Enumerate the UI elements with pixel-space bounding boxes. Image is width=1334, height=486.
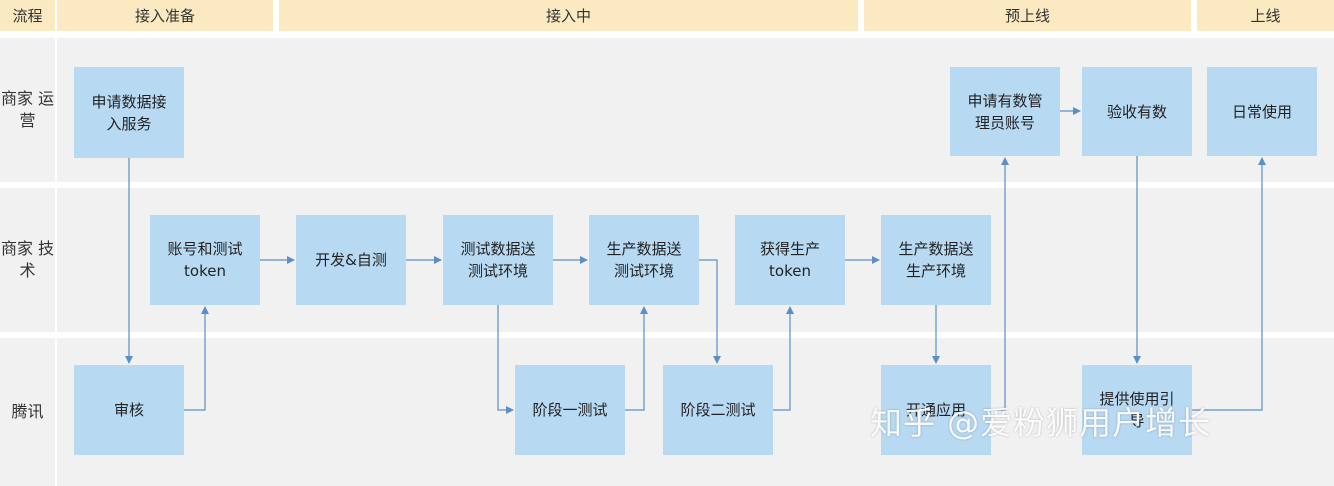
lane-label-tech: 商家 技术 <box>0 188 55 332</box>
header-prep: 接入准备 <box>57 0 273 31</box>
box-daily-use: 日常使用 <box>1207 67 1317 156</box>
lane-label-tencent: 腾讯 <box>0 338 55 486</box>
arrow-guide-to-daily <box>1192 157 1266 411</box>
arrow-stage2-to-prodtoken <box>773 306 794 411</box>
box-stage2-test: 阶段二测试 <box>663 365 773 455</box>
arrow-review-to-account <box>184 306 209 411</box>
lane-label-ops: 商家 运营 <box>0 38 55 182</box>
arrow-proddata-to-stage2 <box>699 259 721 364</box>
header-launch: 上线 <box>1197 0 1334 31</box>
box-apply-service: 申请数据接 入服务 <box>74 67 184 158</box>
box-test-data-test-env: 测试数据送 测试环境 <box>443 215 553 305</box>
arrow-testdata-to-stage1 <box>497 305 514 414</box>
header-process: 流程 <box>0 0 55 31</box>
box-dev-selftest: 开发&自测 <box>296 215 406 305</box>
box-prod-data-prod-env: 生产数据送 生产环境 <box>881 215 991 305</box>
box-prod-data-test-env: 生产数据送 测试环境 <box>589 215 699 305</box>
box-account-token: 账号和测试 token <box>150 215 260 305</box>
box-provide-guide: 提供使用引 导 <box>1082 365 1192 455</box>
header-pre-launch: 预上线 <box>864 0 1191 31</box>
box-enable-app: 开通应用 <box>881 365 991 455</box>
box-apply-admin: 申请有数管 理员账号 <box>950 67 1060 156</box>
box-accept: 验收有数 <box>1082 67 1192 156</box>
box-stage1-test: 阶段一测试 <box>515 365 625 455</box>
box-review: 审核 <box>74 365 184 455</box>
arrow-stage1-to-proddata <box>625 306 648 411</box>
box-get-prod-token: 获得生产 token <box>735 215 845 305</box>
watermark: 知乎 @爱粉狮用户增长 <box>870 404 1212 442</box>
arrow-enable-to-admin <box>991 157 1009 411</box>
header-in-progress: 接入中 <box>279 0 858 31</box>
